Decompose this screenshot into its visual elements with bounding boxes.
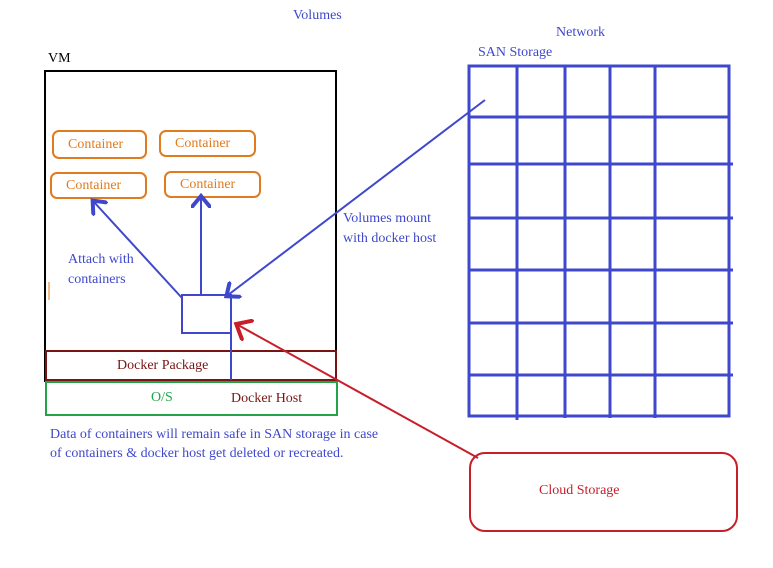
- attach-label-line2: containers: [68, 272, 126, 287]
- attach-label-line1: Attach with: [68, 252, 134, 267]
- san-storage-label: SAN Storage: [478, 45, 553, 60]
- container-label: Container: [68, 137, 124, 152]
- mount-arrow: [228, 99, 486, 295]
- volume-box: [181, 294, 232, 334]
- note-line1: Data of containers will remain safe in S…: [50, 427, 379, 442]
- docker-host-label: Docker Host: [231, 391, 303, 406]
- container-label: Container: [175, 136, 231, 151]
- attach-arrow-left: [94, 202, 183, 299]
- container-label: Container: [180, 177, 236, 192]
- san-grid-border: [467, 64, 731, 418]
- cloud-arrow: [238, 325, 479, 459]
- mount-label-line1: Volumes mount: [343, 211, 432, 226]
- note-line2: of containers & docker host get deleted …: [50, 446, 344, 461]
- title-volumes: Volumes: [293, 8, 342, 23]
- cloud-storage-label: Cloud Storage: [539, 483, 620, 498]
- network-label: Network: [556, 25, 605, 40]
- docker-package-bar: Docker Package: [45, 350, 337, 381]
- container-box-4: Container: [164, 171, 261, 198]
- container-box-3: Container: [50, 172, 147, 199]
- container-box-2: Container: [159, 130, 256, 157]
- vm-label: VM: [48, 51, 71, 66]
- container-box-1: Container: [52, 130, 147, 159]
- cloud-storage-box: Cloud Storage: [469, 452, 738, 532]
- docker-package-label: Docker Package: [117, 358, 209, 373]
- docker-host-bar: O/S Docker Host: [45, 381, 338, 416]
- container-label: Container: [66, 178, 122, 193]
- mount-label-line2: with docker host: [343, 231, 437, 246]
- os-label: O/S: [151, 390, 173, 405]
- san-storage-grid: [467, 64, 733, 420]
